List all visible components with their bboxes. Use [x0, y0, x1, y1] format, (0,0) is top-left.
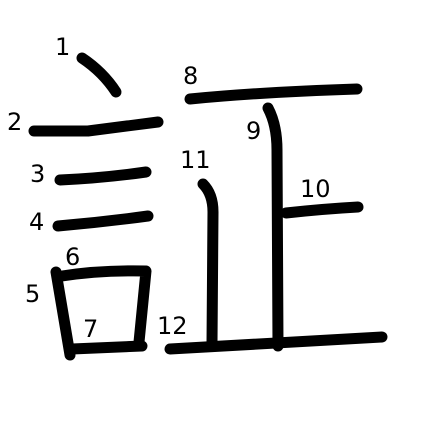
stroke-5 [50, 266, 76, 361]
stroke-8 [184, 83, 363, 105]
stroke-4 [52, 210, 154, 232]
stroke-number-3: 3 [30, 160, 45, 188]
stroke-number-10: 10 [300, 175, 331, 203]
stroke-6 [56, 265, 152, 348]
stroke-1 [76, 52, 122, 98]
stroke-number-6: 6 [65, 243, 80, 271]
stroke-number-8: 8 [183, 62, 198, 90]
stroke-number-5: 5 [25, 280, 40, 308]
stroke-number-12: 12 [157, 312, 188, 340]
stroke-7 [66, 340, 148, 355]
stroke-number-9: 9 [246, 117, 261, 145]
stroke-number-2: 2 [7, 108, 22, 136]
stroke-9 [262, 102, 284, 352]
stroke-number-7: 7 [83, 315, 98, 343]
stroke-2 [28, 116, 164, 137]
stroke-12 [164, 331, 388, 355]
stroke-number-4: 4 [29, 208, 44, 236]
stroke-number-1: 1 [55, 33, 70, 61]
stroke-3 [54, 166, 152, 186]
stroke-number-11: 11 [180, 146, 211, 174]
stroke-10 [280, 201, 364, 219]
stroke-11 [197, 178, 219, 349]
